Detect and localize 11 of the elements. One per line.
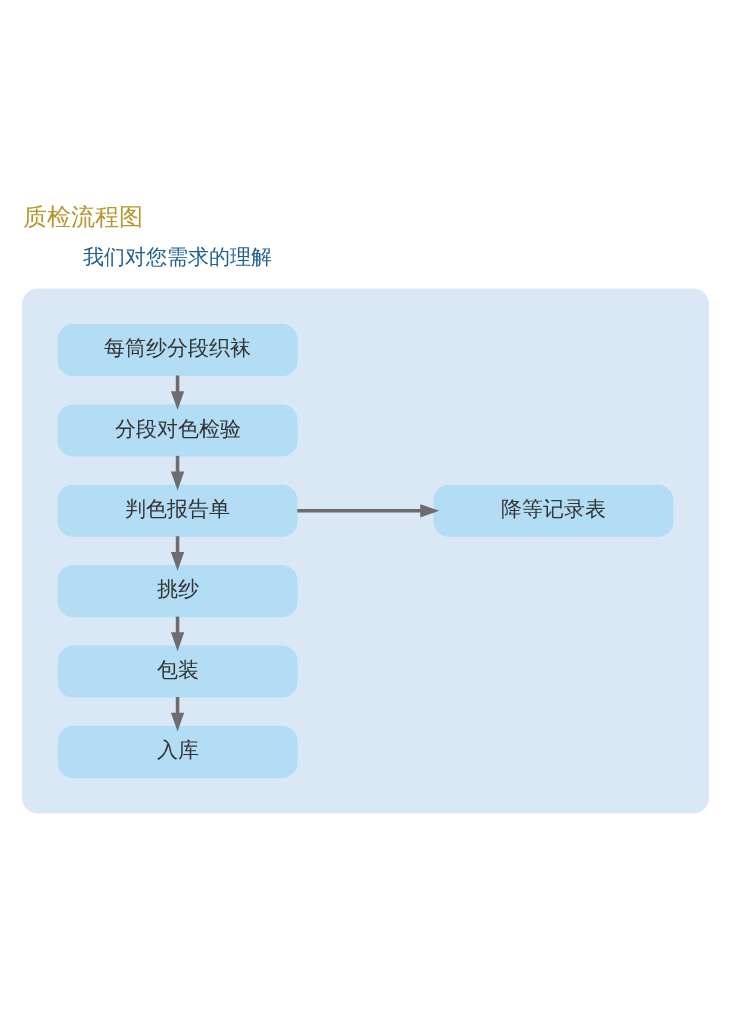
node-box: 挑纱 (57, 565, 298, 618)
arrow (297, 504, 440, 518)
cluster (22, 288, 709, 814)
node-box: 判色报告单 (57, 484, 298, 537)
node-box: 入库 (57, 725, 298, 778)
label: 我们对您需求的理解 (83, 243, 273, 269)
node-box: 降等记录表 (433, 484, 674, 537)
node-box: 包装 (57, 645, 298, 698)
diagram-title: 质检流程图 (23, 203, 143, 232)
node-box: 分段对色检验 (57, 404, 298, 457)
node-box: 每筒纱分段织袜 (57, 324, 298, 377)
